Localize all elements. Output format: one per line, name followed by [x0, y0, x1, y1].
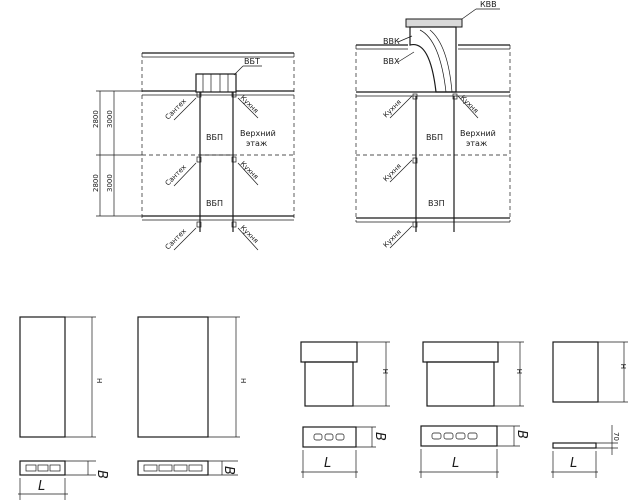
block-3-b-label: B: [372, 432, 387, 441]
right-side-label-b: Кухня: [459, 94, 480, 115]
kvv-cap: [405, 18, 463, 28]
block-1-l-label: L: [38, 479, 45, 494]
block-3-plan: [302, 426, 357, 448]
right-vzp-label: ВЗП: [428, 199, 445, 208]
block-4-h-label: H: [516, 369, 524, 374]
block-5-70-label: 70: [612, 432, 620, 441]
block-5: H 70 L: [551, 341, 628, 478]
vbt-block: [195, 73, 237, 93]
block-3-h-label: H: [382, 369, 390, 374]
upper-floor-label-2: этаж: [246, 139, 267, 148]
block-4-plan: [420, 425, 498, 447]
block-1: H B L: [18, 316, 109, 500]
block-2: H B: [137, 316, 247, 476]
block-1-h-label: H: [95, 378, 103, 383]
block-1-b-label: B: [94, 470, 109, 479]
vbp-top-label: ВБП: [206, 133, 223, 142]
dim-bottom-b: 3000: [106, 174, 114, 192]
right-vbp-label: ВБП: [426, 133, 443, 142]
left-section-drawing: ВБТ Сантех Кухня Сантех Кухня Сантех Кух…: [92, 52, 295, 251]
upper-floor-label-1: Верхний: [240, 129, 276, 138]
kvv-label: КВВ: [480, 0, 497, 9]
block-4-b-label: B: [514, 430, 529, 439]
side-label-d: Кухня: [239, 160, 260, 181]
block-5-elevation: [552, 341, 599, 403]
right-side-label-d: Кухня: [382, 228, 403, 249]
block-2-h-label: H: [239, 378, 247, 383]
block-4: H B L: [419, 341, 529, 478]
block-2-plan: [137, 460, 209, 476]
block-5-l-label: L: [570, 456, 577, 471]
block-5-plan: [552, 442, 597, 449]
right-section-drawing: КВВ ВВК ВВХ Кухня Кухня Кухня: [355, 0, 511, 249]
block-2-b-label: B: [221, 466, 236, 475]
right-upper-floor-2: этаж: [466, 139, 487, 148]
vbp-bottom-label: ВБП: [206, 199, 223, 208]
vvk-duct: [409, 26, 457, 93]
block-5-h-label: H: [620, 364, 628, 369]
right-upper-floor-1: Верхний: [460, 129, 496, 138]
block-1-elevation: [19, 316, 66, 438]
right-side-label-a: Кухня: [382, 98, 403, 119]
dim-top-a: 2800: [92, 110, 100, 128]
vbt-label: ВБТ: [244, 57, 260, 66]
block-3-cap: [300, 341, 358, 363]
side-label-b: Кухня: [239, 94, 260, 115]
block-4-elevation: [426, 361, 495, 407]
block-1-plan: [19, 460, 66, 476]
dim-top-b: 3000: [106, 110, 114, 128]
dim-bottom-a: 2800: [92, 174, 100, 192]
right-side-label-c: Кухня: [382, 162, 403, 183]
block-4-l-label: L: [452, 456, 459, 471]
block-3: H B L: [300, 341, 390, 478]
block-2-elevation: [137, 316, 209, 438]
vvkh-label: ВВХ: [383, 57, 400, 66]
block-3-elevation: [304, 361, 354, 407]
block-4-cap: [422, 341, 499, 363]
side-label-f: Кухня: [239, 224, 260, 245]
vvk-label: ВВК: [383, 37, 400, 46]
block-3-l-label: L: [324, 456, 331, 471]
